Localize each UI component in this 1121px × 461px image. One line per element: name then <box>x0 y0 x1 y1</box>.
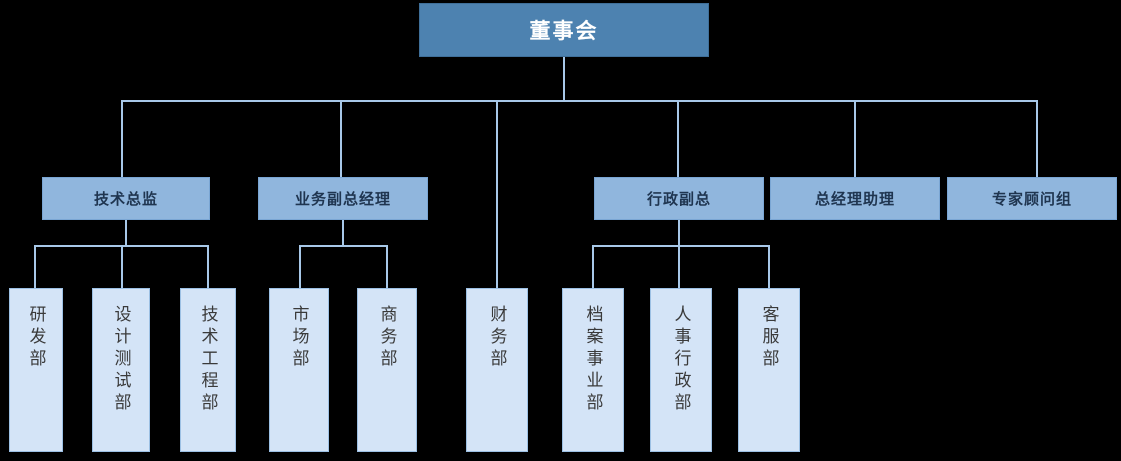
node-tech-eng-dept[interactable]: 技术工程部 <box>180 288 236 452</box>
connector-drop-design-test-dept <box>121 245 123 288</box>
node-business-vp[interactable]: 业务副总经理 <box>258 177 428 220</box>
node-label: 技术总监 <box>93 191 158 208</box>
node-label: 研发部 <box>26 305 46 371</box>
connector-drop-gm-assistant <box>854 100 856 177</box>
node-label: 档案事业部 <box>583 305 603 415</box>
node-label: 总经理助理 <box>814 191 895 208</box>
connector-admin-vp-bus <box>592 245 770 247</box>
node-tech-director[interactable]: 技术总监 <box>42 177 210 220</box>
node-commerce-dept[interactable]: 商务部 <box>357 288 417 452</box>
node-customer-service-dept[interactable]: 客服部 <box>738 288 800 452</box>
node-label: 市场部 <box>289 305 309 371</box>
connector-drop-customer-service-dept <box>768 245 770 288</box>
node-board-of-directors[interactable]: 董事会 <box>419 3 709 57</box>
connector-business-vp-stem <box>342 220 344 245</box>
node-label: 董事会 <box>529 20 599 43</box>
connector-admin-vp-stem <box>678 220 680 245</box>
node-label: 财务部 <box>487 305 507 371</box>
node-label: 专家顾问组 <box>991 191 1072 208</box>
node-label: 设计测试部 <box>111 305 131 415</box>
node-design-test-dept[interactable]: 设计测试部 <box>92 288 150 452</box>
connector-tech-director-stem <box>125 220 127 245</box>
node-label: 业务副总经理 <box>294 191 391 208</box>
node-finance-dept[interactable]: 财务部 <box>466 288 528 452</box>
connector-drop-hr-admin-dept <box>678 245 680 288</box>
connector-drop-market-dept <box>299 245 301 288</box>
connector-drop-commerce-dept <box>386 245 388 288</box>
node-gm-assistant[interactable]: 总经理助理 <box>770 177 940 220</box>
connector-drop-expert-group <box>1036 100 1038 177</box>
node-label: 人事行政部 <box>671 305 691 415</box>
connector-drop-finance-dept <box>496 100 498 288</box>
connector-drop-business-vp <box>340 100 342 177</box>
node-rd-dept[interactable]: 研发部 <box>9 288 63 452</box>
connector-root-stem <box>563 57 565 101</box>
connector-drop-tech-eng-dept <box>207 245 209 288</box>
connector-drop-tech-director <box>121 100 123 177</box>
node-hr-admin-dept[interactable]: 人事行政部 <box>650 288 712 452</box>
node-label: 商务部 <box>377 305 397 371</box>
node-admin-vp[interactable]: 行政副总 <box>594 177 764 220</box>
node-label: 技术工程部 <box>198 305 218 415</box>
connector-drop-archive-dept <box>592 245 594 288</box>
connector-business-vp-bus <box>299 245 388 247</box>
connector-top-bus <box>121 100 1037 102</box>
node-label: 客服部 <box>759 305 779 371</box>
node-label: 行政副总 <box>646 191 711 208</box>
connector-drop-admin-vp <box>677 100 679 177</box>
node-market-dept[interactable]: 市场部 <box>269 288 329 452</box>
node-archive-dept[interactable]: 档案事业部 <box>562 288 624 452</box>
connector-drop-rd-dept <box>34 245 36 288</box>
node-expert-group[interactable]: 专家顾问组 <box>947 177 1117 220</box>
